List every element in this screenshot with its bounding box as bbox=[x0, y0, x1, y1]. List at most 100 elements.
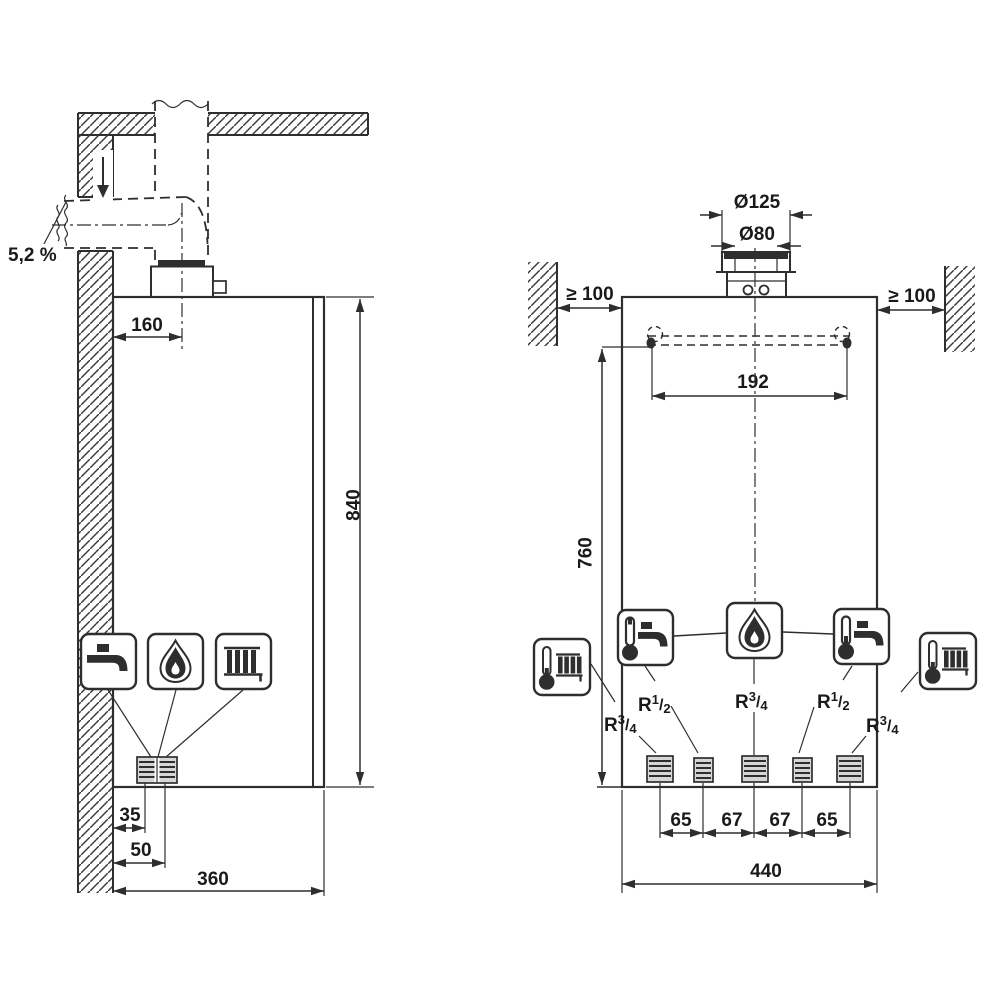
thermometer-bulb bbox=[622, 644, 638, 661]
wall-hatch-lower bbox=[78, 251, 113, 893]
flue-break-wave bbox=[151, 99, 209, 109]
wall-section bbox=[77, 113, 114, 893]
dim-125-label: Ø125 bbox=[734, 192, 781, 213]
slope-leader-line bbox=[43, 201, 67, 245]
flue-collar-side bbox=[150, 260, 227, 298]
boiler-side-body bbox=[111, 295, 326, 789]
dim-360-label: 360 bbox=[197, 869, 229, 890]
dim-760: 760 bbox=[576, 346, 650, 785]
tap-handle bbox=[857, 621, 868, 628]
thread-gas-label: R3/4 bbox=[735, 689, 768, 713]
slope-label: 5,2 % bbox=[8, 245, 57, 266]
pipe-break-wave-1 bbox=[63, 194, 69, 247]
leader-radiator bbox=[165, 689, 244, 758]
clearance-right-label: ≥ 100 bbox=[888, 286, 935, 307]
right-wall bbox=[944, 266, 975, 352]
ceiling-edges bbox=[78, 112, 369, 136]
flame-outline bbox=[738, 607, 771, 653]
dim-65a-label: 65 bbox=[670, 810, 692, 831]
connection-stubs bbox=[646, 755, 864, 783]
ceiling-section bbox=[78, 112, 369, 136]
clearance-left-label: ≥ 100 bbox=[566, 284, 613, 305]
dim-67a-label: 67 bbox=[721, 810, 742, 831]
radiator-rails bbox=[942, 647, 969, 676]
tap-body bbox=[638, 632, 668, 647]
right-wall-hatch bbox=[945, 266, 975, 352]
collar-fitting bbox=[212, 280, 227, 294]
ceiling-hatch-right bbox=[208, 113, 368, 135]
dim-440: 440 bbox=[622, 861, 877, 889]
dim-760-label: 760 bbox=[576, 537, 597, 569]
dim-35: 35 bbox=[113, 805, 145, 833]
heating-flow-thermo-radiator-icon bbox=[532, 637, 592, 697]
radiator-bars bbox=[944, 650, 968, 668]
dim-flue-diameters: Ø125 Ø80 bbox=[700, 192, 812, 251]
hot-water-thermo-tap-icon bbox=[832, 607, 891, 666]
dim-50: 50 bbox=[113, 840, 165, 868]
thermometer-bulb bbox=[838, 643, 854, 660]
flue-collar-front bbox=[716, 210, 796, 298]
mounting-bracket bbox=[646, 325, 852, 349]
thermometer-fill bbox=[844, 636, 848, 645]
corner-extension-lines bbox=[621, 790, 878, 893]
thermometer-fill bbox=[544, 668, 549, 677]
tap-handle bbox=[97, 644, 109, 652]
tap-body bbox=[854, 631, 884, 646]
flame-core bbox=[750, 631, 759, 644]
dim-65b-label: 65 bbox=[816, 810, 838, 831]
leader-flame bbox=[157, 689, 177, 758]
radiator-rails bbox=[556, 653, 583, 682]
leader-tap bbox=[107, 689, 152, 758]
side-icon-leaders bbox=[107, 689, 244, 758]
dim-360: 360 bbox=[113, 790, 325, 896]
pipe-break-wave-2 bbox=[56, 204, 60, 242]
thermometer-bulb bbox=[538, 674, 555, 690]
cold-water-thermo-tap-icon bbox=[616, 608, 675, 667]
flue-duct bbox=[43, 99, 209, 352]
thermometer-fill bbox=[930, 662, 935, 671]
hook-right bbox=[833, 325, 851, 343]
front-view: Ø125 Ø80 ≥ 100 ≥ 100 bbox=[528, 192, 978, 893]
stub-cold-water bbox=[693, 757, 714, 783]
pipe-top-edge bbox=[63, 196, 187, 202]
heating-return-thermo-radiator-icon bbox=[918, 631, 978, 691]
dim-840-label: 840 bbox=[344, 489, 365, 521]
radiator-bars bbox=[558, 656, 582, 674]
flame-outline bbox=[159, 638, 192, 684]
side-connection-stub bbox=[136, 756, 178, 784]
leader-dhw-left bbox=[644, 665, 699, 754]
dim-spacings: 65 67 67 65 bbox=[660, 810, 850, 838]
hook-right-pin bbox=[842, 337, 852, 349]
pipe-bend bbox=[185, 196, 209, 245]
collar-adapter bbox=[726, 271, 787, 298]
screw-hole-left bbox=[742, 284, 754, 296]
thread-dhw-right-label: R1/2 bbox=[817, 689, 850, 713]
stub-heating-return bbox=[836, 755, 864, 783]
stub-gas bbox=[741, 755, 769, 783]
centerline-bend bbox=[167, 212, 183, 226]
connector-right bbox=[782, 631, 834, 635]
dim-80-label: Ø80 bbox=[739, 224, 775, 245]
side-view: 160 840 35 50 bbox=[8, 99, 374, 896]
leader-dhw-right bbox=[798, 665, 853, 754]
hook-left-pin bbox=[646, 337, 656, 349]
thread-heating-right-label: R3/4 bbox=[866, 713, 899, 737]
dim-67b-label: 67 bbox=[769, 810, 790, 831]
dim-50-label: 50 bbox=[130, 840, 151, 861]
stub-heating-flow bbox=[646, 755, 674, 783]
gas-flame-icon bbox=[146, 632, 205, 691]
dim-840: 840 bbox=[326, 296, 374, 788]
stub-extension-lines bbox=[659, 783, 851, 838]
front-icon-leaders bbox=[590, 659, 919, 755]
slope-direction-arrow bbox=[93, 150, 113, 202]
thread-dhw-left-label: R1/2 bbox=[638, 692, 671, 716]
collar-lip bbox=[158, 260, 205, 267]
dim-160-label: 160 bbox=[131, 315, 163, 336]
dim-clearance-left: ≥ 100 bbox=[557, 284, 622, 313]
arrow-head bbox=[97, 185, 109, 198]
left-wall bbox=[528, 262, 558, 346]
dim-192-label: 192 bbox=[737, 372, 769, 393]
leader-heating-left bbox=[590, 663, 657, 754]
